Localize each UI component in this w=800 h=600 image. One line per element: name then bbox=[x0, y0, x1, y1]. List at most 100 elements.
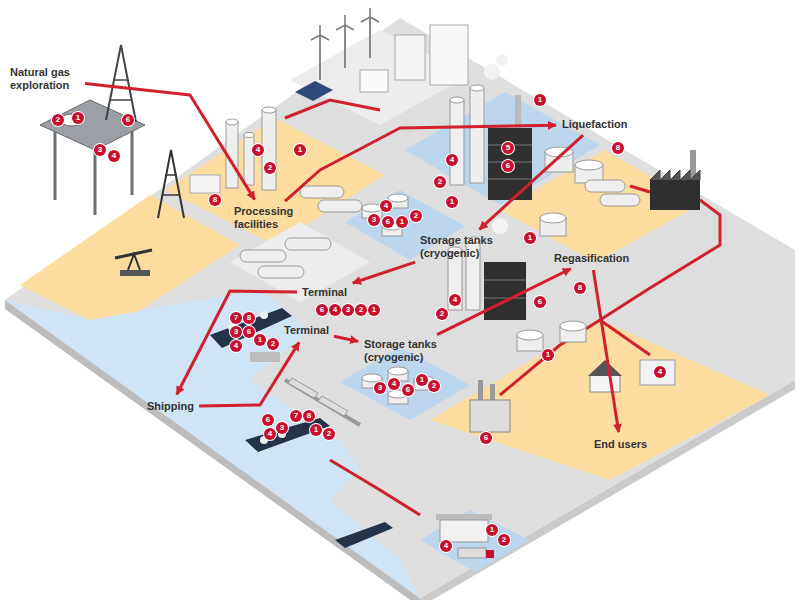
callout-number: 2 bbox=[52, 114, 64, 126]
column bbox=[470, 85, 484, 91]
callout-badge: 8 bbox=[209, 194, 221, 206]
solar-panel bbox=[295, 81, 333, 101]
callout-number: 6 bbox=[243, 326, 255, 338]
area-label: Terminal bbox=[300, 284, 349, 301]
process-train bbox=[484, 298, 526, 299]
ground-board bbox=[5, 18, 795, 598]
station-roof bbox=[436, 514, 492, 520]
pipeline-connector bbox=[593, 270, 618, 432]
callout-number: 2 bbox=[436, 308, 448, 320]
callout-number: 1 bbox=[534, 94, 546, 106]
callout-number: 2 bbox=[264, 162, 276, 174]
area-name: Liquefaction bbox=[562, 118, 627, 131]
callout-badge: 2 bbox=[267, 338, 279, 350]
callout-badge: 1 bbox=[254, 334, 266, 346]
lng-tank bbox=[362, 204, 382, 212]
callout-number: 6 bbox=[316, 304, 328, 316]
wind-turbine bbox=[344, 25, 346, 68]
pump-jack bbox=[128, 254, 140, 270]
callout-badge: 1 bbox=[368, 304, 380, 316]
callout-badge: 6 bbox=[480, 432, 492, 444]
area-name: Regasification bbox=[554, 252, 629, 265]
vaporizer bbox=[600, 194, 640, 206]
callout-number: 4 bbox=[252, 144, 264, 156]
process-train bbox=[484, 280, 526, 281]
callout-badge: 4 bbox=[230, 340, 242, 352]
column bbox=[450, 100, 464, 185]
smoke bbox=[496, 54, 508, 66]
derrick bbox=[114, 79, 128, 81]
pipeline-connector bbox=[177, 291, 297, 394]
area-label: End users bbox=[592, 436, 649, 453]
callout-number: 6 bbox=[122, 114, 134, 126]
callout-number: 7 bbox=[290, 410, 302, 422]
callout-badge: 4 bbox=[252, 144, 264, 156]
callout-number: 4 bbox=[446, 154, 458, 166]
callout-number: 2 bbox=[355, 304, 367, 316]
column bbox=[262, 107, 276, 113]
callout-badge: 3 bbox=[276, 422, 288, 434]
callout-badge: 1 bbox=[310, 424, 322, 436]
callout-badge: 1 bbox=[294, 144, 306, 156]
building bbox=[430, 25, 468, 85]
rig-deck bbox=[40, 100, 145, 150]
callout-badge: 4 bbox=[108, 150, 120, 162]
callout-number: 7 bbox=[230, 312, 242, 324]
column bbox=[262, 110, 276, 190]
area-name: End users bbox=[594, 438, 647, 451]
lng-carrier bbox=[335, 522, 393, 548]
smoke bbox=[492, 218, 508, 234]
area-name: Terminal bbox=[302, 286, 347, 299]
callout-badge: 1 bbox=[72, 112, 84, 124]
callout-badge: 7 bbox=[230, 312, 242, 324]
callout-number: 4 bbox=[380, 200, 392, 212]
pipeline-connector bbox=[85, 83, 255, 199]
area-name: Shipping bbox=[147, 400, 194, 413]
sea bbox=[5, 290, 420, 598]
bullet-tank bbox=[300, 186, 344, 198]
station-pad bbox=[420, 510, 530, 572]
area-label: Shipping bbox=[145, 398, 196, 415]
smoke bbox=[484, 64, 500, 80]
column bbox=[244, 133, 254, 138]
pipeline-connector bbox=[353, 262, 415, 283]
callout-number: 3 bbox=[230, 326, 242, 338]
callout-badge: 5 bbox=[502, 142, 514, 154]
area-label: Regasification bbox=[552, 250, 631, 267]
land-derrick bbox=[158, 150, 184, 218]
callout-number: 1 bbox=[446, 196, 458, 208]
callout-number: 4 bbox=[329, 304, 341, 316]
callout-badge: 1 bbox=[446, 196, 458, 208]
callout-badge: 4 bbox=[380, 200, 392, 212]
callout-badge: 2 bbox=[52, 114, 64, 126]
callout-number: 2 bbox=[323, 428, 335, 440]
factory-roof bbox=[650, 170, 700, 180]
callout-number: 2 bbox=[498, 534, 510, 546]
pipeline bbox=[330, 460, 420, 515]
vaporizer bbox=[585, 180, 625, 192]
wind-turbine bbox=[361, 8, 379, 22]
callout-badge: 3 bbox=[230, 326, 242, 338]
callout-number: 2 bbox=[410, 210, 422, 222]
process-train bbox=[488, 179, 532, 180]
bullet-tank bbox=[258, 266, 304, 278]
area-label: Storage tanks (cryogenic) bbox=[362, 336, 446, 366]
callout-number: 1 bbox=[416, 374, 428, 386]
pipeline bbox=[630, 186, 650, 192]
callout-number: 1 bbox=[396, 216, 408, 228]
callout-number: 6 bbox=[382, 216, 394, 228]
callout-badge: 2 bbox=[410, 210, 422, 222]
factory bbox=[650, 180, 700, 210]
wind-turbine bbox=[336, 15, 354, 30]
callout-number: 1 bbox=[294, 144, 306, 156]
callout-badge: 2 bbox=[264, 162, 276, 174]
pipeline bbox=[500, 200, 720, 395]
callout-number: 1 bbox=[254, 334, 266, 346]
callout-number: 4 bbox=[388, 378, 400, 390]
callout-badge: 6 bbox=[262, 414, 274, 426]
callout-number: 5 bbox=[502, 142, 514, 154]
callout-number: 1 bbox=[486, 524, 498, 536]
callout-badge: 2 bbox=[436, 308, 448, 320]
